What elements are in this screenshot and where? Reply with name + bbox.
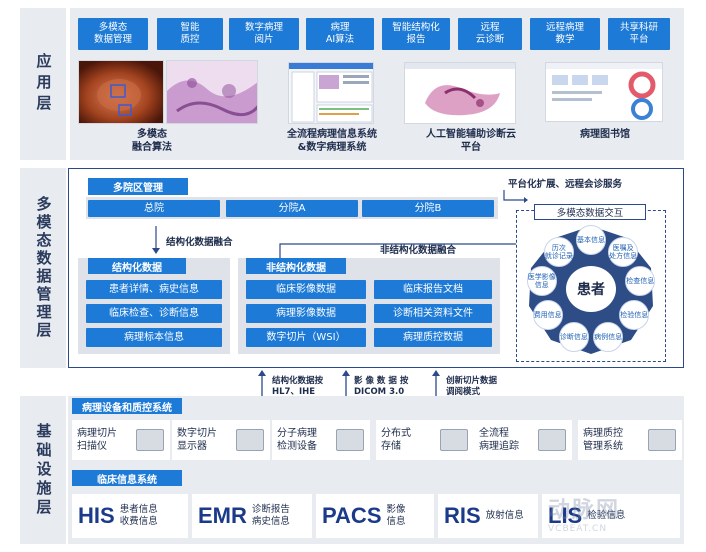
pathology-device-label: 数字切片 显示器 <box>177 428 217 452</box>
device-icon <box>236 429 264 451</box>
platform-service-note: 平台化扩展、远程会诊服务 <box>508 179 623 190</box>
app-module-chip[interactable]: 多模态 数据管理 <box>78 18 148 50</box>
endoscopy-thumbnail <box>78 60 164 124</box>
clinical-system-name: RIS <box>444 503 481 528</box>
device-icon <box>440 429 468 451</box>
pathology-device-label: 病理切片 扫描仪 <box>77 428 117 452</box>
exchange-petal: 医学影像 信息 <box>526 266 557 297</box>
exchange-petal: 病例信息 <box>593 321 624 352</box>
app-caption: 全流程病理信息系统 &数字病理系统 <box>287 129 377 153</box>
structured-title: 结构化数据 <box>88 258 186 274</box>
slice-note: 创新切片数据 调阅模式 <box>446 376 498 397</box>
clinical-system-desc: 患者信息 收费信息 <box>119 504 158 527</box>
exchange-petal: 基本信息 <box>576 225 606 255</box>
device-icon <box>648 429 676 451</box>
clinical-system-name: LIS <box>548 503 583 528</box>
exchange-petal: 检验信息 <box>619 300 650 330</box>
app-caption: 人工智能辅助诊断云 平台 <box>426 129 516 153</box>
ai-diagnosis-thumbnail <box>404 62 516 124</box>
exchange-title: 多模态数据交互 <box>534 204 646 220</box>
unstructured-item[interactable]: 临床报告文档 <box>374 280 492 299</box>
clinical-system-name: PACS <box>322 503 382 528</box>
watermark-domain: VCBEAT.CN <box>548 524 608 534</box>
exchange-petal: 费用信息 <box>532 300 563 330</box>
ai-diagnosis-screenshot <box>405 63 515 123</box>
structured-item[interactable]: 患者详情、病史信息 <box>86 280 222 299</box>
exchange-petal: 历次 就诊记录 <box>543 236 574 267</box>
pathology-system-title: 病理设备和质控系统 <box>72 398 182 414</box>
fusion-arrows <box>152 226 524 258</box>
app-module-chip[interactable]: 共享科研 平台 <box>608 18 670 50</box>
patient-label: 患者 <box>577 282 605 298</box>
clinical-system-desc: 放射信息 <box>485 510 524 521</box>
watermark: 动脉网 VCBEAT.CN <box>548 492 688 540</box>
structured-item[interactable]: 临床检查、诊断信息 <box>86 304 222 323</box>
clinical-system-name: HIS <box>78 503 115 528</box>
pathology-device-label: 分布式 存储 <box>381 428 411 452</box>
clinical-system-desc: 影像 信息 <box>386 504 406 527</box>
exchange-petal: 检查信息 <box>625 266 656 297</box>
data-layer-label: 多模态数据管理层 <box>34 196 53 340</box>
pathology-device[interactable]: 数字切片 显示器 <box>172 420 270 460</box>
pathology-device[interactable]: 病理质控 管理系统 <box>578 420 682 460</box>
histology-image <box>167 61 257 123</box>
unstructured-fusion-note: 非结构化数据融合 <box>380 245 457 256</box>
watermark-logo: 动脉网 <box>548 498 621 523</box>
multi-campus-title: 多院区管理 <box>88 178 188 195</box>
app-module-chip[interactable]: 智能 质控 <box>157 18 223 50</box>
app-caption: 多模态 融合算法 <box>132 129 172 153</box>
app-module-chip[interactable]: 病理 AI算法 <box>306 18 374 50</box>
unstructured-item[interactable]: 诊断相关资料文件 <box>374 304 492 323</box>
app-caption: 病理图书馆 <box>580 129 630 140</box>
exchange-petal: 诊断信息 <box>558 321 589 352</box>
unstructured-item[interactable]: 病理影像数据 <box>246 304 366 323</box>
infra-layer-label: 基础设施层 <box>34 422 53 518</box>
app-module-chip[interactable]: 智能结构化 报告 <box>382 18 450 50</box>
exchange-petal: 医嘱及 处方信息 <box>608 236 639 267</box>
data-layer-band <box>20 168 66 368</box>
pathology-device[interactable]: 全流程 病理追踪 <box>474 420 572 460</box>
unstructured-item[interactable]: 临床影像数据 <box>246 280 366 299</box>
structured-fusion-note: 结构化数据融合 <box>166 237 233 248</box>
unstructured-item[interactable]: 数字切片（WSI） <box>246 328 366 347</box>
pathology-system-screenshot <box>289 63 373 123</box>
unstructured-title: 非结构化数据 <box>246 258 346 274</box>
pathology-device[interactable]: 分子病理 检测设备 <box>272 420 370 460</box>
pathology-device[interactable]: 分布式 存储 <box>376 420 474 460</box>
patient-center: 患者 <box>566 266 616 312</box>
app-module-chip[interactable]: 数字病理 阅片 <box>229 18 299 50</box>
clinical-system-name: EMR <box>198 503 247 528</box>
pathology-system-thumbnail <box>288 62 374 124</box>
clinical-system-title: 临床信息系统 <box>72 470 182 486</box>
infra-layer-band <box>20 396 66 544</box>
pathology-library-screenshot <box>546 63 662 121</box>
pathology-library-thumbnail <box>545 62 663 122</box>
campus-branch[interactable]: 分院A <box>226 200 358 217</box>
pathology-device-label: 病理质控 管理系统 <box>583 428 623 452</box>
pathology-device-label: 全流程 病理追踪 <box>479 428 519 452</box>
clinical-system[interactable]: RIS 放射信息 <box>438 494 538 538</box>
unstructured-item[interactable]: 病理质控数据 <box>374 328 492 347</box>
campus-branch[interactable]: 总院 <box>88 200 220 217</box>
structured-item[interactable]: 病理标本信息 <box>86 328 222 347</box>
histology-thumbnail <box>166 60 258 124</box>
pathology-device[interactable]: 病理切片 扫描仪 <box>72 420 170 460</box>
clinical-system-desc: 诊断报告 病史信息 <box>251 504 290 527</box>
campus-branch[interactable]: 分院B <box>362 200 494 217</box>
endoscopy-image <box>79 61 163 123</box>
device-icon <box>538 429 566 451</box>
pathology-device-label: 分子病理 检测设备 <box>277 428 317 452</box>
platform-arrow <box>503 190 528 203</box>
clinical-system-desc: 检验信息 <box>587 510 626 521</box>
app-module-chip[interactable]: 远程 云诊断 <box>458 18 522 50</box>
device-icon <box>136 429 164 451</box>
application-layer-label: 应用层 <box>34 52 53 116</box>
device-icon <box>336 429 364 451</box>
clinical-system[interactable]: LIS 检验信息 <box>542 494 680 538</box>
app-module-chip[interactable]: 远程病理 教学 <box>530 18 600 50</box>
application-layer-band <box>20 8 66 160</box>
